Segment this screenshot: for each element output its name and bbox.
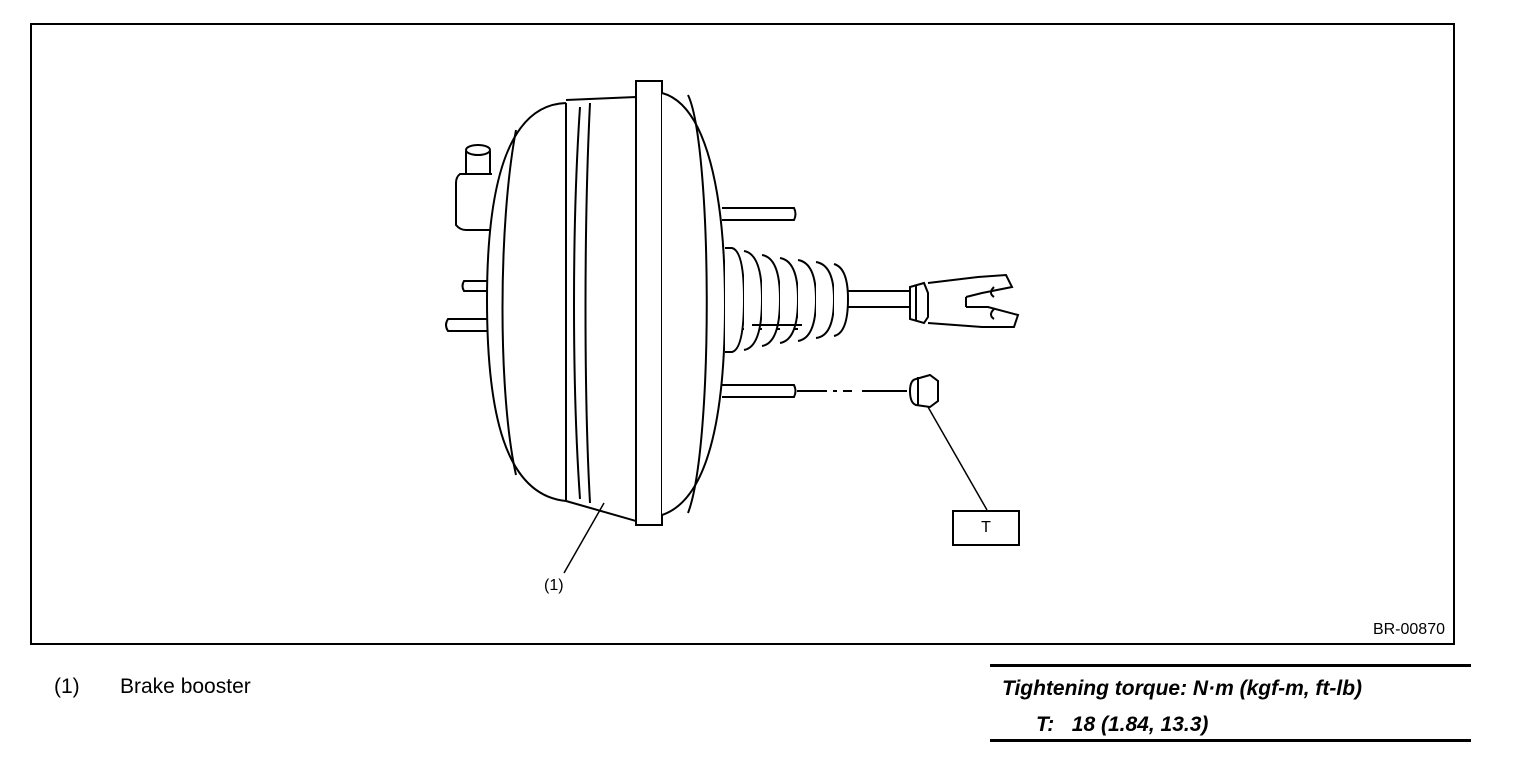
torque-callout-box: T [952,510,1020,546]
callout-leader-1 [563,502,605,574]
torque-value: 18 (1.84, 13.3) [1071,713,1209,736]
legend-label: Brake booster [120,675,251,698]
legend: (1) Brake booster [54,675,251,699]
vacuum-check-valve [455,144,492,231]
brake-booster-diagram [445,80,1020,574]
push-rod [846,290,910,308]
bellows-boot [725,247,850,353]
torque-callout-label: T [981,519,991,536]
flange-nut [797,373,939,409]
callout-leader-t [927,406,988,511]
torque-table: Tightening torque: N·m (kgf-m, ft-lb) T:… [990,664,1471,742]
callout-label-1: (1) [544,577,564,594]
torque-key: T: [1036,713,1055,736]
booster-body [485,80,727,526]
torque-row: T: 18 (1.84, 13.3) [1036,713,1208,737]
figure-id: BR-00870 [1372,621,1445,638]
mounting-studs-left [445,280,492,332]
clevis-yoke [909,273,1020,328]
figure-frame: (1) T BR-00870 [30,23,1455,645]
legend-number: (1) [54,675,80,698]
torque-heading: Tightening torque: N·m (kgf-m, ft-lb) [1002,677,1363,700]
